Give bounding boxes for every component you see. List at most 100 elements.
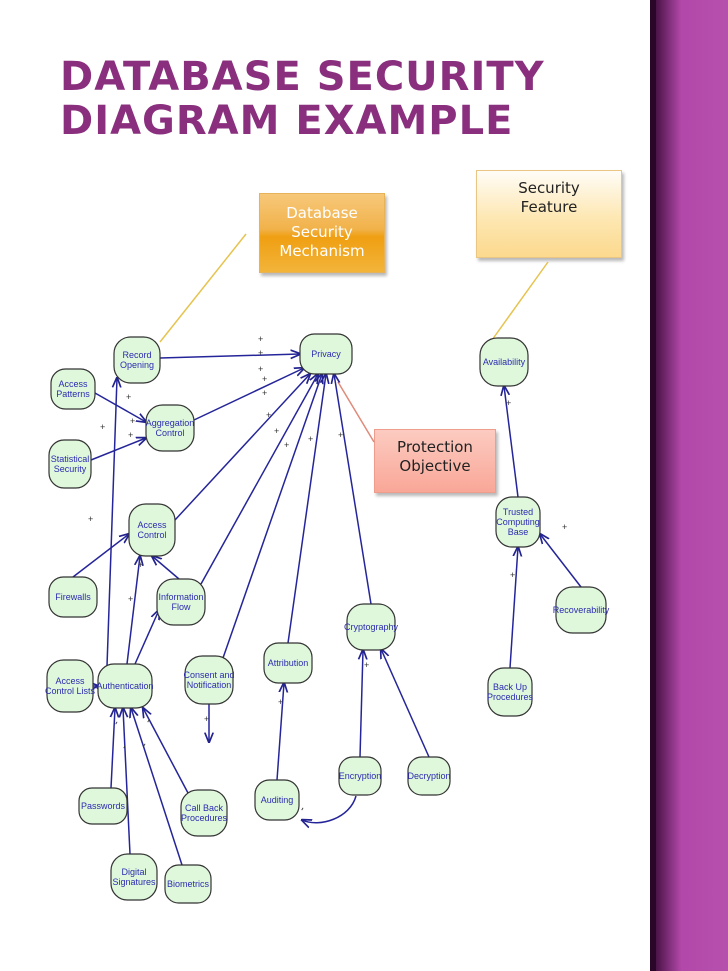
- contribution-sign: +: [100, 422, 105, 432]
- contribution-arrow: [540, 534, 582, 588]
- node-label-access-control: Control: [137, 530, 166, 540]
- node-label-record-opening: Opening: [120, 360, 154, 370]
- slide-title: Database Security Diagram Example: [60, 55, 620, 143]
- contribution-arrow: [276, 683, 284, 781]
- node-label-access-control-lists: Access: [55, 676, 85, 686]
- contribution-sign: +: [562, 522, 567, 532]
- callout-feature-line-2: Feature: [520, 198, 578, 216]
- node-label-auditing: Auditing: [261, 795, 294, 805]
- node-label-consent-notification: Notification: [187, 680, 232, 690]
- contribution-sign: +: [510, 570, 515, 580]
- contribution-sign: +: [338, 430, 343, 440]
- contribution-arrow: [72, 534, 129, 578]
- contribution-arrow: [381, 649, 430, 758]
- node-authentication: Authentication: [96, 663, 154, 709]
- security-diagram: +++++++++++++++++++++++----- RecordOpeni…: [45, 233, 610, 904]
- node-label-access-control: Access: [137, 520, 167, 530]
- contribution-sign: +: [258, 364, 263, 374]
- contribution-arrow: [334, 374, 372, 605]
- side-accent-stripe: [650, 0, 656, 971]
- contribution-arrow: [106, 378, 117, 667]
- node-label-access-patterns: Access: [58, 379, 88, 389]
- contribution-arrow: [222, 374, 322, 659]
- contribution-arrow: [174, 374, 310, 521]
- contribution-sign: +: [274, 426, 279, 436]
- node-label-availability: Availability: [483, 357, 526, 367]
- callout-security-feature: Security Feature: [476, 170, 622, 258]
- node-firewalls: Firewalls: [48, 576, 98, 618]
- node-label-record-opening: Record: [122, 350, 151, 360]
- node-label-information-flow: Information: [158, 592, 203, 602]
- node-label-digital-signatures: Signatures: [112, 877, 156, 887]
- contribution-sign-negative: -: [142, 716, 154, 725]
- contribution-sign: +: [130, 416, 135, 426]
- node-label-encryption: Encryption: [339, 771, 382, 781]
- node-label-digital-signatures: Digital: [121, 867, 146, 877]
- node-label-consent-notification: Consent and: [183, 670, 234, 680]
- contribution-sign-negative: -: [110, 718, 122, 727]
- node-label-privacy: Privacy: [311, 349, 341, 359]
- node-biometrics: Biometrics: [164, 864, 212, 904]
- contribution-arrow: [131, 708, 183, 866]
- contribution-arrow: [90, 438, 146, 461]
- node-availability: Availability: [479, 337, 529, 387]
- node-label-passwords: Passwords: [81, 801, 126, 811]
- contribution-arrow: [134, 610, 159, 665]
- contribution-arrow: [302, 795, 357, 823]
- contribution-sign: +: [262, 388, 267, 398]
- contribution-arrow: [152, 556, 180, 580]
- contribution-sign: +: [258, 348, 263, 358]
- node-label-access-control-lists: Control Lists: [45, 686, 96, 696]
- contribution-sign: +: [126, 392, 131, 402]
- contribution-sign: +: [128, 594, 133, 604]
- node-recoverability: Recoverability: [553, 586, 610, 634]
- contribution-sign-negative: -: [118, 742, 130, 751]
- callout-feature-line-1: Security: [518, 179, 580, 197]
- node-label-decryption: Decryption: [407, 771, 450, 781]
- contribution-arrow: [123, 708, 131, 855]
- node-label-trusted-computing-base: Base: [508, 527, 529, 537]
- node-label-statistical-security: Statistical: [51, 454, 90, 464]
- callout-mechanism-line-1: Database: [286, 204, 358, 222]
- node-label-statistical-security: Security: [54, 464, 87, 474]
- contribution-sign-negative: -: [296, 804, 308, 813]
- node-label-aggregation-control: Aggregation: [146, 418, 195, 428]
- node-label-back-up-procedures: Procedures: [487, 692, 534, 702]
- contribution-sign: +: [506, 398, 511, 408]
- contribution-sign: +: [364, 660, 369, 670]
- node-label-firewalls: Firewalls: [55, 592, 91, 602]
- contribution-arrow: [509, 547, 518, 669]
- callout-pointer-objective: [337, 381, 375, 443]
- callout-mechanism-line-2: Security: [291, 223, 353, 241]
- contribution-sign-negative: -: [138, 740, 150, 749]
- contribution-sign: +: [204, 714, 209, 724]
- contribution-sign: +: [138, 560, 143, 570]
- node-encryption: Encryption: [338, 756, 382, 796]
- callout-objective-line-2: Objective: [399, 457, 471, 475]
- node-cryptography: Cryptography: [344, 603, 399, 651]
- node-label-back-up-procedures: Back Up: [493, 682, 527, 692]
- contribution-sign: +: [284, 440, 289, 450]
- side-accent-bar: [650, 0, 728, 971]
- contribution-arrow: [159, 354, 300, 358]
- node-label-recoverability: Recoverability: [553, 605, 610, 615]
- contribution-sign: +: [266, 410, 271, 420]
- contribution-arrow: [360, 650, 363, 758]
- contribution-arrow: [143, 708, 189, 794]
- node-label-call-back-procedures: Call Back: [185, 803, 224, 813]
- callout-pointer-feature: [491, 261, 549, 341]
- contribution-sign: +: [278, 697, 283, 707]
- callout-pointer-mechanism: [159, 233, 247, 343]
- node-passwords: Passwords: [78, 787, 128, 825]
- node-label-aggregation-control: Control: [155, 428, 184, 438]
- contribution-arrow: [126, 556, 140, 665]
- node-label-attribution: Attribution: [268, 658, 309, 668]
